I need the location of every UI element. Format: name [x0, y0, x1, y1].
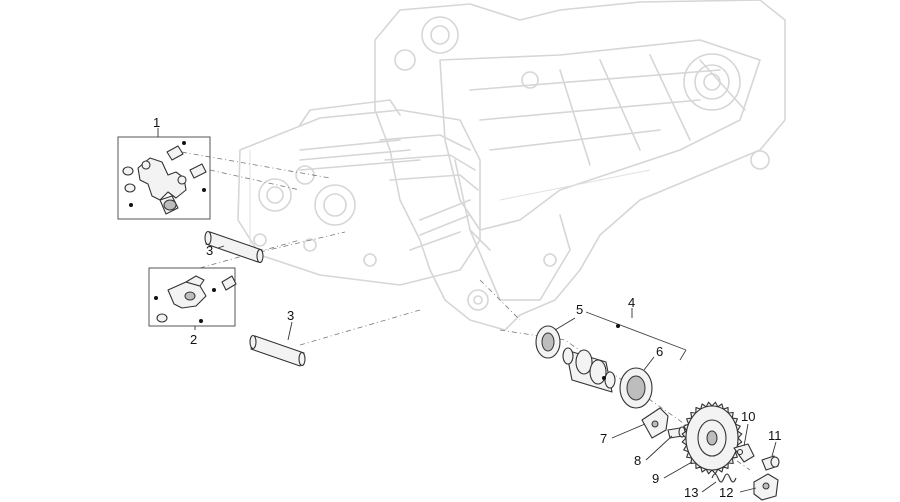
- rocker-arm-kit-1: [117, 136, 211, 220]
- callout-11: 11: [768, 428, 782, 443]
- crankcase-ghost: [374, 0, 786, 331]
- screw-11: [761, 455, 780, 471]
- callout-13: 13: [684, 485, 698, 500]
- counterweight-12: [753, 473, 779, 501]
- callout-10: 10: [741, 409, 755, 424]
- callout-6: 6: [656, 344, 663, 359]
- bearing-5: [535, 325, 561, 359]
- callout-8: 8: [634, 453, 641, 468]
- spring-13: [711, 473, 737, 483]
- callout-1: 1: [153, 115, 160, 130]
- camshaft-assembly-4: [585, 311, 687, 361]
- bearing-6: [619, 367, 653, 409]
- rocker-shaft-3b: [249, 334, 306, 367]
- decompressor-10: [733, 443, 755, 463]
- rocker-arm-kit-2: [148, 267, 237, 327]
- camshaft: [562, 347, 616, 393]
- bolt-8: [667, 426, 686, 439]
- callout-4: 4: [628, 295, 635, 310]
- cylinder-head-ghost: [237, 99, 481, 286]
- callout-2: 2: [190, 332, 197, 347]
- callout-labels: 1 2 3 3 4 5 6 7 8 9 10 11 12 13: [153, 115, 782, 500]
- leader-lines: [157, 128, 777, 493]
- cam-sprocket-9: [681, 401, 743, 475]
- callout-9: 9: [652, 471, 659, 486]
- callout-3a: 3: [206, 243, 213, 258]
- callout-7: 7: [600, 431, 607, 446]
- callout-5: 5: [576, 302, 583, 317]
- callout-12: 12: [719, 485, 733, 500]
- callout-3b: 3: [287, 308, 294, 323]
- group-frame-2: [148, 267, 236, 327]
- rocker-shaft-3a: [204, 230, 264, 264]
- thrust-plate-7: [641, 407, 669, 439]
- group-frame-1: [117, 136, 211, 220]
